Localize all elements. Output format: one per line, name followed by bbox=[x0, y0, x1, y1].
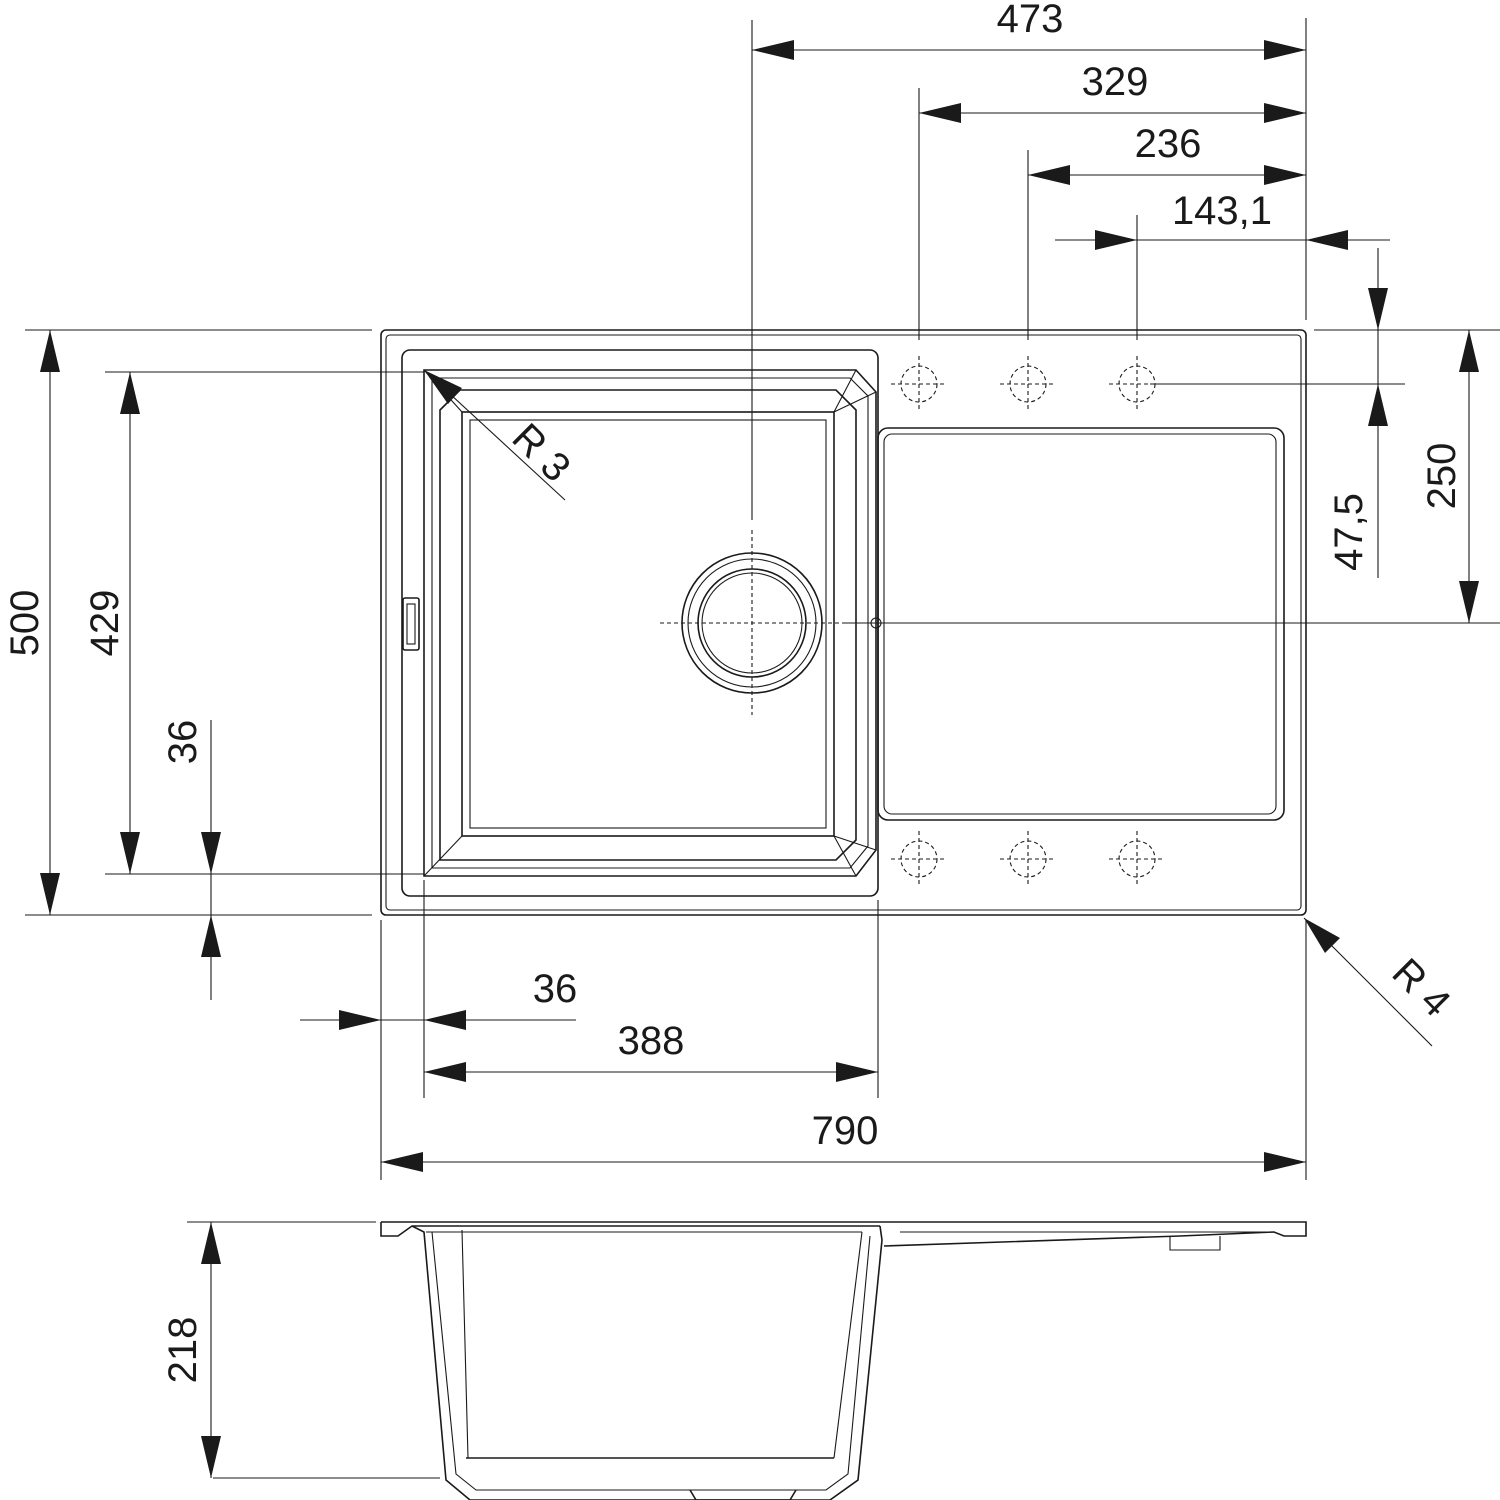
tap-hole-marker-icon bbox=[891, 356, 947, 412]
sink-top-view bbox=[380, 329, 1307, 916]
drainboard bbox=[870, 427, 1285, 821]
radius-r3-label: R 3 bbox=[504, 415, 579, 490]
dim-388-label: 388 bbox=[618, 1019, 685, 1063]
dim-47-label: 47,5 bbox=[1327, 493, 1371, 571]
radius-r4-label: R 4 bbox=[1384, 950, 1459, 1025]
dim-236-label: 236 bbox=[1135, 122, 1202, 166]
dim-473-label: 473 bbox=[997, 0, 1064, 41]
bowl-bottom bbox=[461, 411, 835, 837]
bowl-wall-slope bbox=[439, 389, 857, 861]
dimension-labels: 473 329 236 143,1 47,5 250 500 429 36 36… bbox=[3, 0, 1464, 1383]
bowl-bottom-inner bbox=[469, 419, 827, 829]
tap-hole-marker-icon bbox=[1000, 831, 1056, 887]
dim-143-label: 143,1 bbox=[1172, 189, 1272, 233]
dim-36-horizontal-label: 36 bbox=[533, 967, 578, 1011]
dim-36-vertical-label: 36 bbox=[161, 720, 205, 765]
dimension-lines bbox=[25, 18, 1500, 1180]
tap-hole-marker-icon bbox=[1109, 831, 1165, 887]
tap-hole-marker-icon bbox=[1000, 356, 1056, 412]
tap-hole-marker-icon bbox=[891, 831, 947, 887]
dim-250-label: 250 bbox=[1420, 443, 1464, 510]
drain-icon bbox=[660, 530, 846, 715]
dim-790-label: 790 bbox=[812, 1109, 879, 1153]
overflow-slot-icon bbox=[402, 597, 420, 651]
dim-500-label: 500 bbox=[3, 590, 47, 657]
sink-side-view bbox=[187, 1221, 1307, 1500]
dim-329-label: 329 bbox=[1082, 60, 1149, 104]
dim-218-label: 218 bbox=[161, 1317, 205, 1384]
dim-429-label: 429 bbox=[83, 590, 127, 657]
